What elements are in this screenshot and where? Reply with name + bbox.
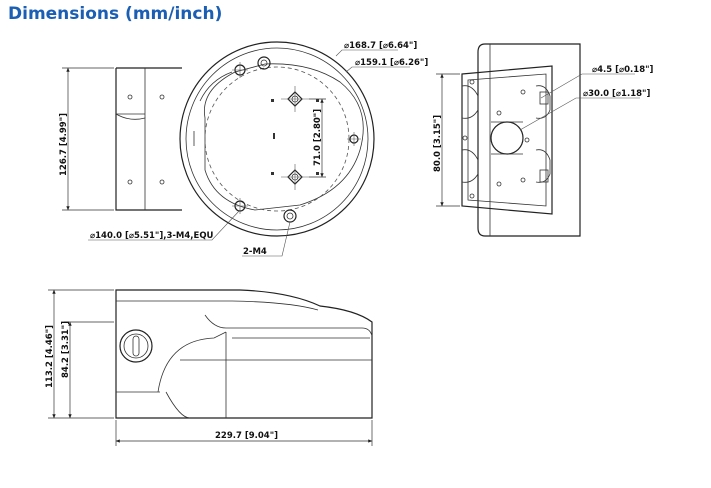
mounting-hole-bottom <box>283 209 297 223</box>
mounting-hole-left-bottom <box>232 198 248 214</box>
end-cap <box>119 329 153 363</box>
screw-holes-label: 2-M4 <box>243 247 267 257</box>
body-height-label: 84.2 [3.31"] <box>61 321 71 378</box>
mounting-hole-top <box>257 56 271 70</box>
side-height-label: 80.0 [3.15"] <box>433 115 443 172</box>
front-height-label: 126.7 [4.99"] <box>59 113 69 176</box>
center-boss-bottom <box>281 164 309 190</box>
mounting-hole-right <box>347 132 361 146</box>
small-hole-label: ⌀4.5 [⌀0.18"] <box>592 65 654 75</box>
mounting-hole-left-top <box>232 62 248 78</box>
inner-diameter-label: ⌀159.1 [⌀6.26"] <box>355 58 428 68</box>
center-boss-top <box>281 86 309 112</box>
side-view: 80.0 [3.15"] ⌀4.5 [⌀0.18"] ⌀30.0 [⌀1.18"… <box>433 43 654 237</box>
hole-spacing-label: 71.0 [2.80"] <box>313 109 323 166</box>
length-label: 229.7 [9.04"] <box>215 431 278 441</box>
page-title: Dimensions (mm/inch) <box>8 4 223 24</box>
front-view: 126.7 [4.99"] 71.0 [2.80"] ⌀168.7 [⌀6.64… <box>59 41 428 257</box>
profile-view: 113.2 [4.46"] 84.2 [3.31"] 229.7 [9.04"] <box>45 289 373 446</box>
total-height-label: 113.2 [4.46"] <box>45 325 55 388</box>
cable-hole <box>490 121 524 155</box>
pcd-holes-label: ⌀140.0 [⌀5.51"],3-M4,EQU <box>90 231 214 241</box>
large-hole-label: ⌀30.0 [⌀1.18"] <box>583 89 650 99</box>
outer-diameter-label: ⌀168.7 [⌀6.64"] <box>344 41 417 51</box>
